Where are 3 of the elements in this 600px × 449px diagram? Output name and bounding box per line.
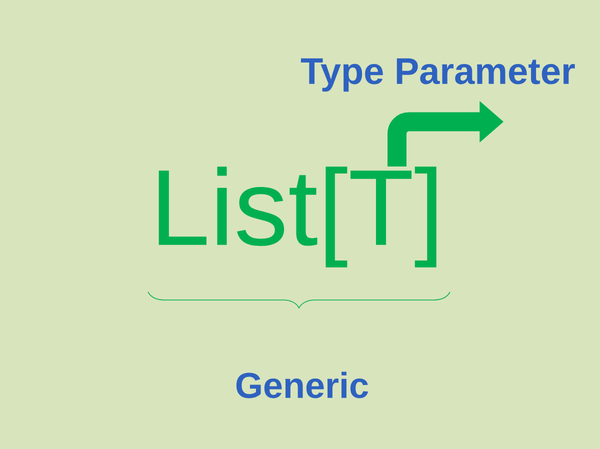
label-text: Generic — [236, 372, 368, 398]
heading-text: Type Parameter — [300, 58, 575, 92]
code-text: List[T] — [158, 166, 436, 268]
